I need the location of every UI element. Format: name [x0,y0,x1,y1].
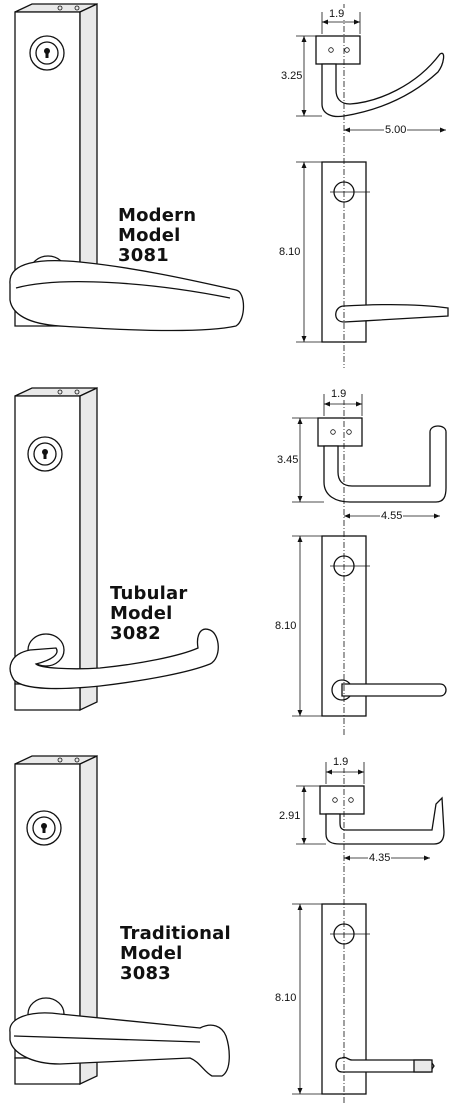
modern-rose-top-view [315,35,445,118]
title-line-style: Modern [118,205,197,226]
model-section-traditional: Traditional Model 3083 1.9 2.91 4.35 8.1… [0,736,449,1104]
title-line-number: 3082 [110,623,161,644]
modern-rose-height-dim: 3.25 [280,70,304,82]
model-section-modern: Modern Model 3081 1.9 3.25 5.00 8.10 [0,0,449,368]
traditional-lever-drawing [9,754,445,1104]
traditional-plate-front-view [321,903,435,1095]
traditional-dim-lines-front [292,903,322,1095]
title-line-style: Tubular [110,583,188,604]
modern-projection-dim: 5.00 [384,124,408,136]
tubular-dim-lines-top [292,394,440,519]
title-line-model: Model [118,225,181,246]
modern-lever-drawing [9,2,449,368]
tubular-projection-dim: 4.55 [380,510,404,522]
tubular-key-cylinder [27,436,63,472]
traditional-projection-dim: 4.35 [368,852,392,864]
traditional-model-title: Traditional Model 3083 [120,924,231,984]
modern-lever-handle [9,255,245,332]
title-line-model: Model [110,603,173,624]
tubular-model-title: Tubular Model 3082 [110,584,187,644]
tubular-escutcheon-plate [14,386,98,712]
tubular-backset-dim: 1.9 [330,388,348,400]
tubular-dim-lines-front [292,535,322,717]
modern-plate-height-dim: 8.10 [278,246,302,258]
traditional-rose-top-view [319,785,445,845]
traditional-backset-dim: 1.9 [332,756,350,768]
title-line-model: Model [120,943,183,964]
traditional-key-cylinder [26,810,62,846]
tubular-plate-height-dim: 8.10 [274,620,298,632]
tubular-plate-front-view [321,535,447,717]
title-line-style: Traditional [120,923,231,944]
modern-model-title: Modern Model 3081 [118,206,196,266]
traditional-plate-height-dim: 8.10 [274,992,298,1004]
title-line-number: 3081 [118,245,169,266]
traditional-rose-height-dim: 2.91 [278,810,302,822]
model-section-tubular: Tubular Model 3082 1.9 3.45 4.55 8.10 [0,368,449,736]
traditional-lever-handle [9,997,230,1077]
modern-key-cylinder [29,35,65,71]
tubular-rose-height-dim: 3.45 [276,454,300,466]
tubular-lever-handle [9,628,219,690]
title-line-number: 3083 [120,963,171,984]
modern-plate-front-view [321,161,449,343]
modern-backset-dim: 1.9 [328,8,346,20]
modern-dim-lines-front [296,161,322,343]
tubular-rose-top-view [317,417,447,503]
tubular-lever-drawing [9,386,447,736]
